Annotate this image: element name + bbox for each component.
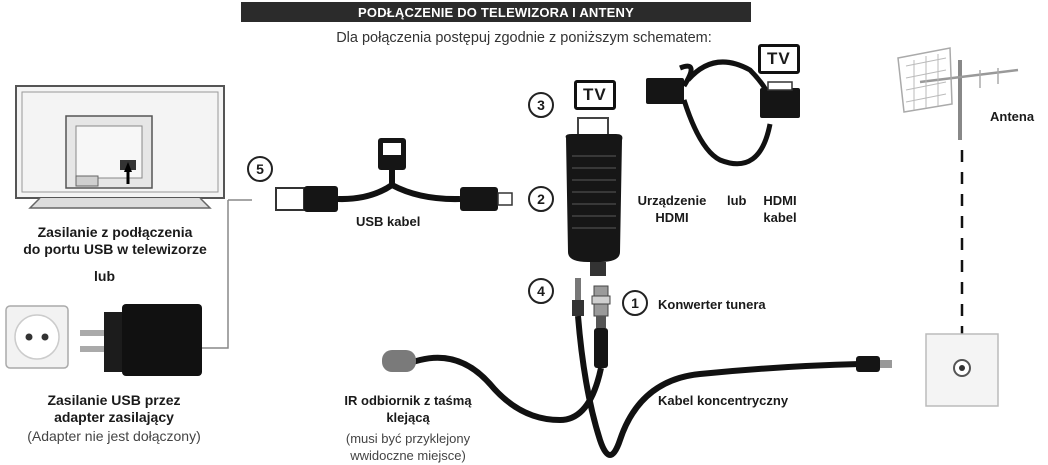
or-label-middle: lub [727, 193, 747, 208]
hdmi-cable-illustration [646, 59, 800, 167]
ir-receiver-label-line2: klejącą [386, 410, 430, 425]
usb-adapter-label: Zasilanie USB przez adapter zasilający [14, 392, 214, 426]
step-badge-2: 2 [528, 186, 554, 212]
diagram-title: PODŁĄCZENIE DO TELEWIZORA I ANTENY [241, 2, 751, 22]
ir-receiver-note-line1: (musi być przyklejony [345, 431, 471, 446]
tv-tag-left: TV [574, 80, 616, 110]
usb-adapter-label-line1: Zasilanie USB przez [47, 392, 181, 408]
ir-receiver-label-line1: IR odbiornik z taśmą [344, 393, 472, 408]
ir-receiver-label: IR odbiornik z taśmą klejącą [320, 392, 496, 426]
tv-rear-illustration [15, 85, 225, 209]
step-badge-5: 5 [247, 156, 273, 182]
hdmi-cable-label-line1: HDMI [763, 193, 797, 208]
antenna-label: Antena [990, 109, 1035, 124]
ir-receiver-note: (musi być przyklejony wwidoczne miejsce) [312, 430, 504, 464]
hdmi-cable-label: HDMI kabel [756, 192, 804, 226]
hdmi-device-label: Urządzenie HDMI [628, 192, 716, 226]
hdmi-device-label-line1: Urządzenie [637, 193, 707, 208]
hdmi-device-label-line2: HDMI [655, 210, 689, 225]
antenna-wall-socket-illustration [925, 333, 999, 407]
usb-power-tv-label-line1: Zasilanie z podłączenia [37, 224, 193, 240]
step-badge-3: 3 [528, 92, 554, 118]
usb-adapter-label-line2: adapter zasilający [54, 409, 174, 425]
diagram-subtitle: Dla połączenia postępuj zgodnie z poniżs… [336, 30, 712, 46]
power-source-bracket [200, 199, 252, 349]
antenna-illustration [897, 47, 1019, 334]
wall-socket-illustration [5, 305, 69, 369]
hdmi-cable-label-line2: kabel [763, 210, 797, 225]
step-badge-4: 4 [528, 278, 554, 304]
tuner-stick-illustration [565, 117, 623, 276]
usb-power-adapter-illustration [80, 304, 202, 376]
usb-power-tv-label: Zasilanie z podłączenia do portu USB w t… [4, 224, 226, 258]
converter-and-cables-illustration [382, 278, 892, 458]
step-badge-1: 1 [622, 290, 648, 316]
or-label-left: lub [94, 268, 115, 284]
coax-cable-label: Kabel koncentryczny [658, 393, 789, 408]
usb-cable-label: USB kabel [356, 214, 421, 229]
usb-power-tv-label-line2: do portu USB w telewizorze [23, 241, 207, 257]
tv-tag-right: TV [758, 44, 800, 74]
usb-adapter-note: (Adapter nie jest dołączony) [27, 428, 201, 444]
tuner-converter-label: Konwerter tunera [658, 297, 766, 312]
ir-receiver-note-line2: wwidoczne miejsce) [350, 448, 466, 463]
usb-y-cable-illustration [275, 138, 513, 212]
